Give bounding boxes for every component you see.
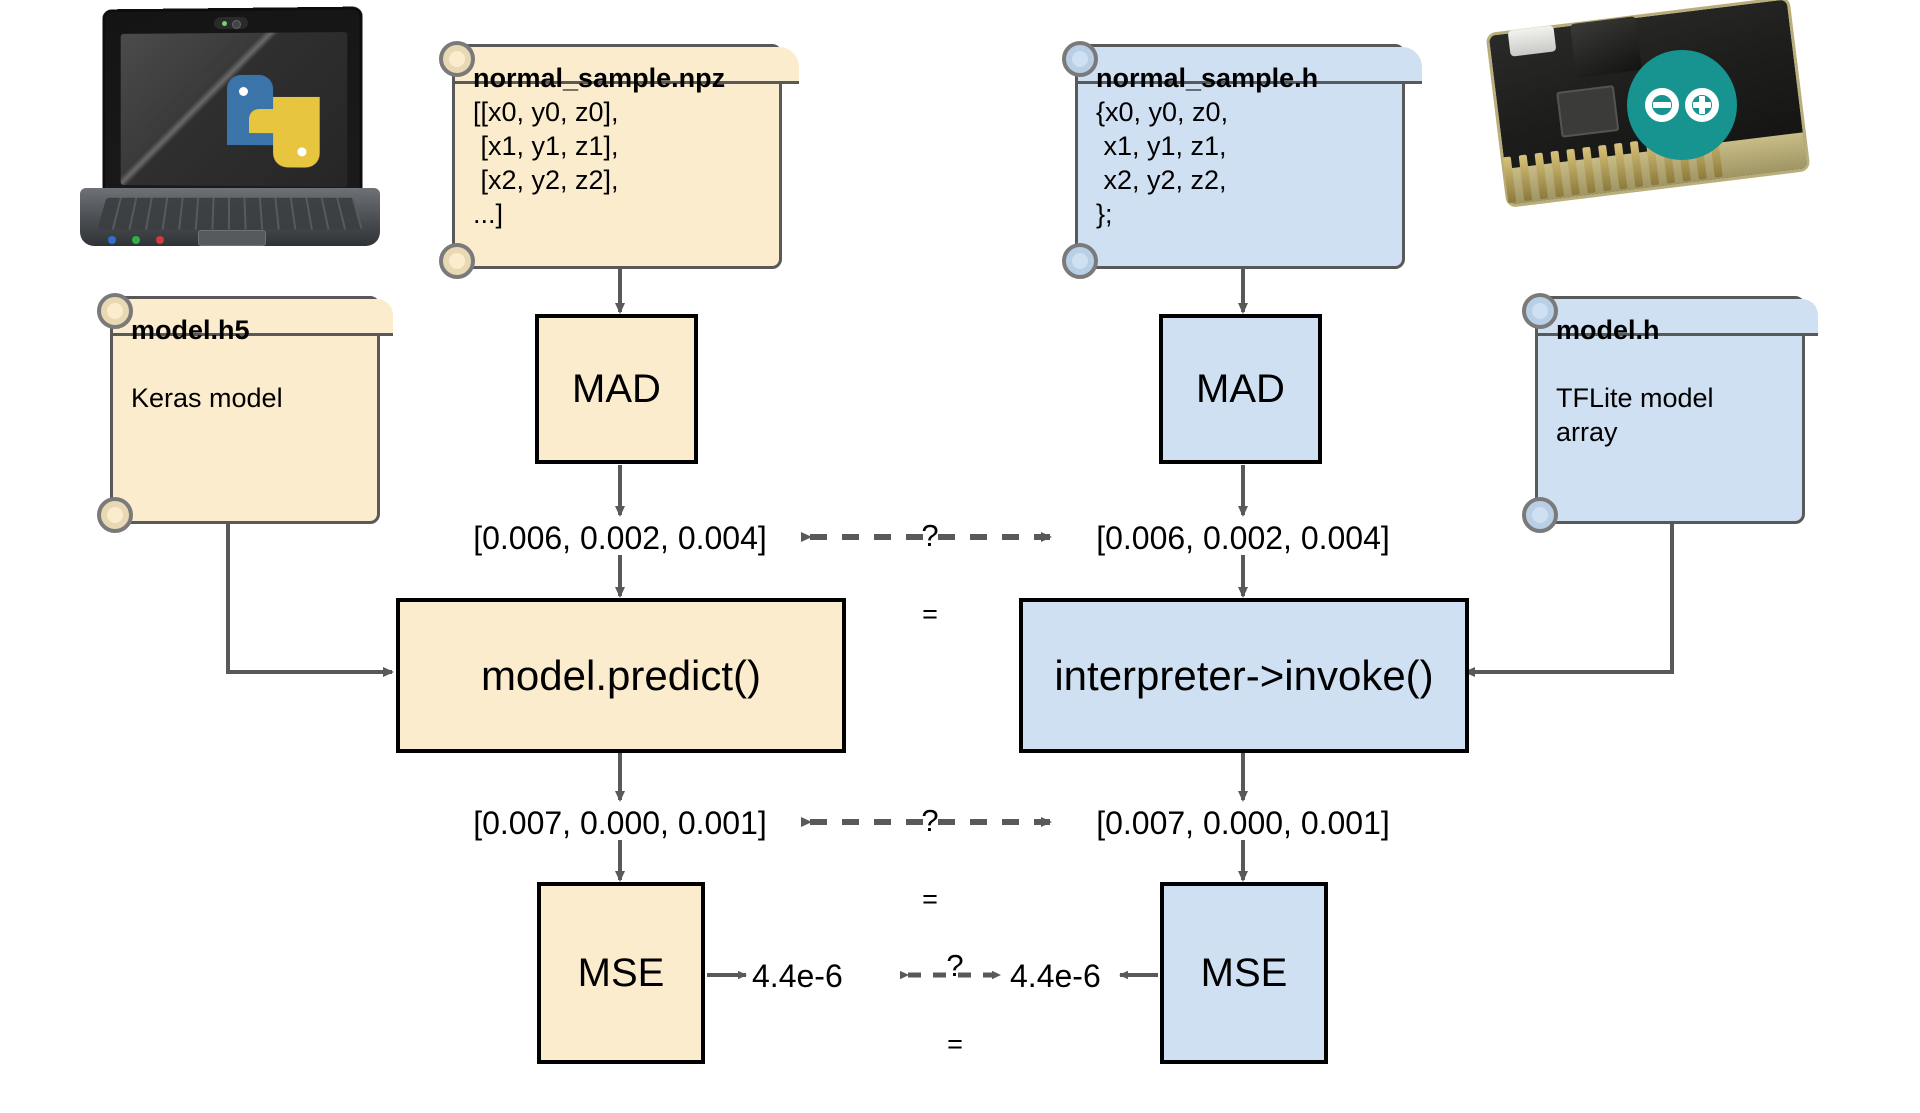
value-mse-output-python: 4.4e-6 <box>752 958 843 994</box>
comparison-mad-outputs: ? = <box>890 470 970 680</box>
value-mse-output-arduino: 4.4e-6 <box>1010 958 1101 994</box>
comparison-predict-outputs: ? = <box>890 755 970 965</box>
laptop-trackpad <box>198 230 266 246</box>
laptop-keyboard <box>97 197 363 230</box>
arduino-usb-port <box>1507 25 1557 57</box>
laptop-lid <box>102 6 363 201</box>
laptop-port-leds <box>108 236 188 244</box>
note-header-bar <box>1078 47 1422 84</box>
note-curl-icon <box>439 41 475 77</box>
python-logo-icon <box>227 74 320 168</box>
note-curl-icon <box>1062 243 1098 279</box>
note-model-h5[interactable]: model.h5 Keras model <box>97 293 393 533</box>
note-curl-icon <box>1062 41 1098 77</box>
process-box-label: model.predict() <box>480 651 762 699</box>
process-box-model-predict[interactable]: model.predict() <box>396 598 846 753</box>
note-title: model.h <box>1556 315 1660 345</box>
arduino-connector-block <box>1569 16 1643 78</box>
process-box-mse-python[interactable]: MSE <box>537 882 705 1064</box>
arduino-mcu-chip <box>1556 85 1620 138</box>
process-box-mse-arduino[interactable]: MSE <box>1160 882 1328 1064</box>
arduino-logo-icon <box>1627 50 1737 160</box>
note-normal-sample-npz[interactable]: normal_sample.npz [[x0, y0, z0], [x1, y1… <box>439 41 799 279</box>
value-mad-output-python: [0.006, 0.002, 0.004] <box>473 520 767 556</box>
note-curl-icon <box>1522 497 1558 533</box>
note-body: Keras model <box>131 383 283 413</box>
note-title: normal_sample.h <box>1096 63 1319 93</box>
process-box-mad-arduino[interactable]: MAD <box>1159 314 1322 464</box>
value-predict-output-python: [0.007, 0.000, 0.001] <box>473 805 767 841</box>
note-header-bar <box>455 47 799 84</box>
process-box-label: MAD <box>572 367 661 411</box>
process-box-label: MSE <box>577 951 665 995</box>
note-curl-icon <box>439 243 475 279</box>
process-box-mad-python[interactable]: MAD <box>535 314 698 464</box>
note-body: {x0, y0, z0, x1, y1, z1, x2, y2, z2, }; <box>1096 97 1229 229</box>
laptop-screen <box>120 32 348 188</box>
process-box-label: interpreter->invoke() <box>1054 651 1434 699</box>
equals-glyph: = <box>922 884 938 915</box>
comparison-mse-outputs: ? = <box>915 900 995 1110</box>
note-body: TFLite model array <box>1556 383 1714 447</box>
note-body: [[x0, y0, z0], [x1, y1, z1], [x2, y2, z2… <box>473 97 619 229</box>
note-header-bar <box>1538 299 1818 336</box>
diagram-canvas: normal_sample.npz [[x0, y0, z0], [x1, y1… <box>0 0 1920 1080</box>
value-predict-output-arduino: [0.007, 0.000, 0.001] <box>1096 805 1390 841</box>
question-mark-glyph: ? <box>921 518 939 554</box>
note-curl-icon <box>97 497 133 533</box>
question-mark-glyph: ? <box>946 948 964 984</box>
note-curl-icon <box>1522 293 1558 329</box>
value-mad-output-arduino: [0.006, 0.002, 0.004] <box>1096 520 1390 556</box>
process-box-label: MAD <box>1196 367 1285 411</box>
note-model-h[interactable]: model.h TFLite model array <box>1522 293 1818 533</box>
equals-glyph: = <box>922 599 938 630</box>
laptop-webcam-icon <box>213 16 248 30</box>
process-box-interpreter-invoke[interactable]: interpreter->invoke() <box>1019 598 1469 753</box>
process-box-label: MSE <box>1200 951 1288 995</box>
equals-glyph: = <box>947 1029 963 1060</box>
note-title: model.h5 <box>131 315 250 345</box>
laptop-python-icon <box>80 6 380 248</box>
note-title: normal_sample.npz <box>473 63 726 93</box>
arduino-infinity-glyph <box>1645 88 1719 122</box>
note-header-bar <box>113 299 393 336</box>
arduino-board-icon <box>1485 0 1815 234</box>
question-mark-glyph: ? <box>921 803 939 839</box>
note-curl-icon <box>97 293 133 329</box>
note-normal-sample-h[interactable]: normal_sample.h {x0, y0, z0, x1, y1, z1,… <box>1062 41 1422 279</box>
